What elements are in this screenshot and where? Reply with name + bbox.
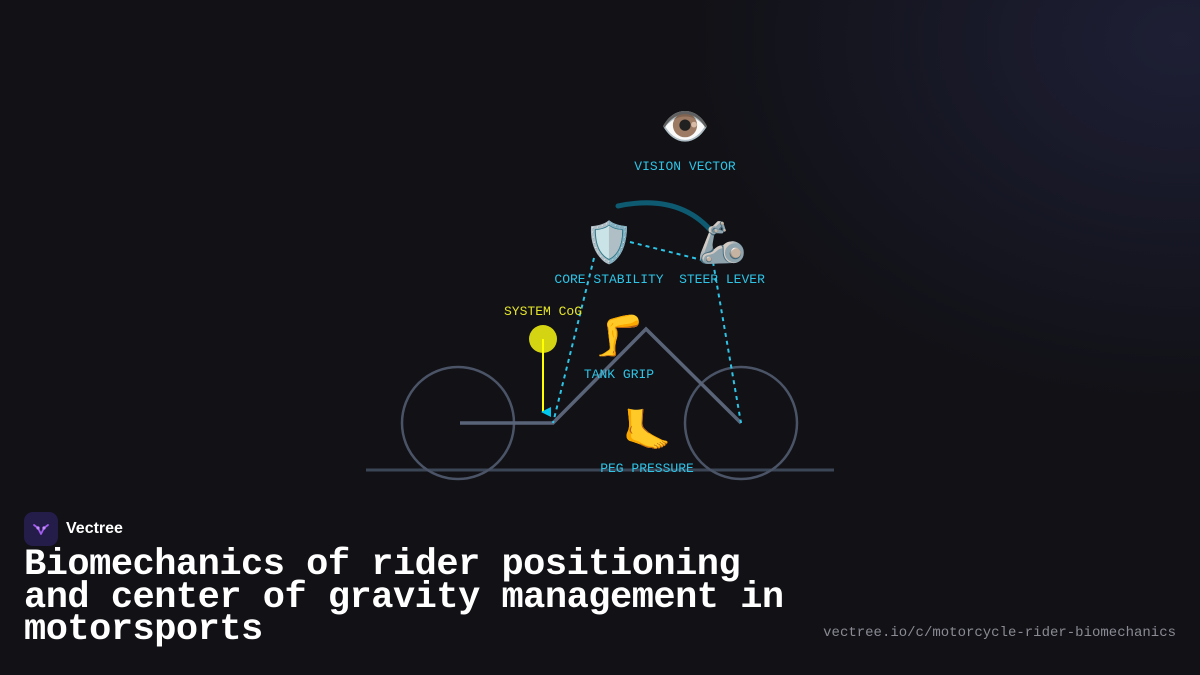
steer-lever-label: STEER LEVER xyxy=(679,272,765,287)
vector-core-to-steer xyxy=(629,241,703,261)
cog-label: SYSTEM CoG xyxy=(504,304,582,319)
mechanical-arm-icon: 🦾 xyxy=(697,220,747,266)
front-wheel xyxy=(683,365,799,481)
foot-icon: 🦶 xyxy=(622,407,672,454)
page-url[interactable]: vectree.io/c/motorcycle-rider-biomechani… xyxy=(823,625,1176,641)
tank-grip-label: TANK GRIP xyxy=(584,367,654,382)
eye-icon: 👁️ xyxy=(660,104,710,150)
brand[interactable]: Vectree xyxy=(24,512,123,546)
vision-vector-label: VISION VECTOR xyxy=(634,159,736,174)
page-title: Biomechanics of rider positioning and ce… xyxy=(24,544,784,651)
peg-pressure-label: PEG PRESSURE xyxy=(600,461,694,476)
vector-steer-to-front xyxy=(712,261,742,424)
shield-icon: 🛡️ xyxy=(584,219,634,266)
vectree-logo-icon xyxy=(24,512,58,546)
core-stability-label: CORE STABILITY xyxy=(554,272,663,287)
motorcycle-frame xyxy=(460,326,743,425)
vision-arc xyxy=(615,200,716,236)
leg-icon: 🦵 xyxy=(594,312,644,359)
brand-name: Vectree xyxy=(66,520,123,537)
